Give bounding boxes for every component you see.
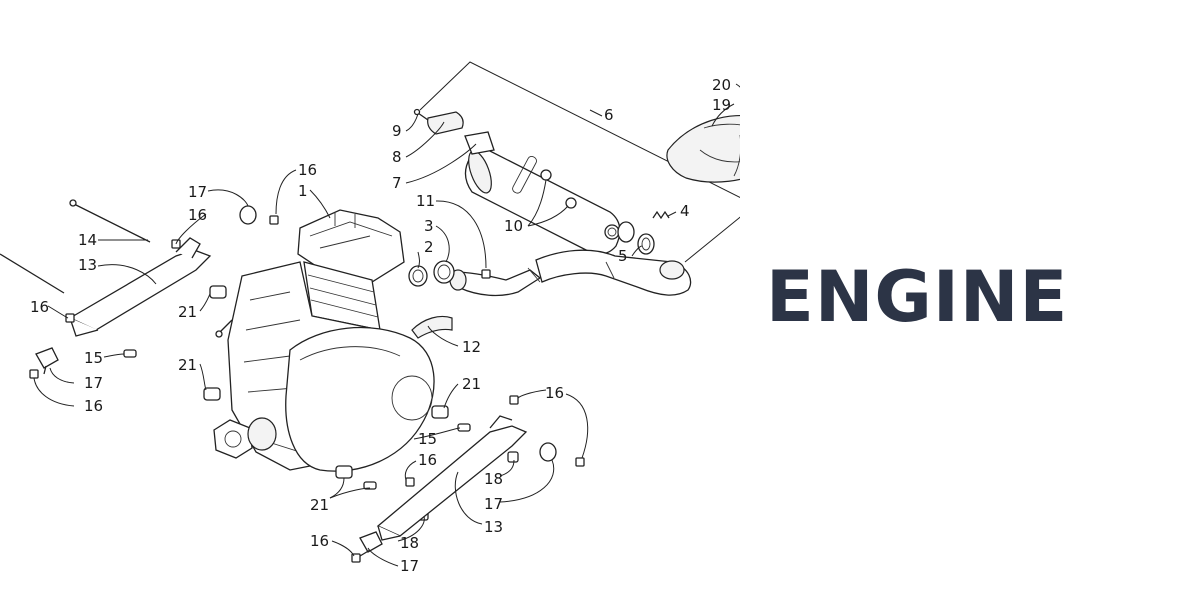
callout-6: 6: [604, 106, 614, 124]
mount-sleeve: [123, 349, 471, 490]
callout-21: 21: [462, 375, 481, 393]
callout-17: 17: [484, 495, 503, 513]
callout-2: 2: [424, 238, 434, 256]
engine-mount-spacer: [203, 285, 449, 479]
flange-bolt: [413, 108, 429, 121]
right-engine-bracket: [376, 415, 528, 541]
left-engine-bracket: [68, 237, 212, 337]
callout-16: 16: [545, 384, 564, 402]
callout-15: 15: [418, 430, 437, 448]
callout-21: 21: [178, 356, 197, 374]
rubber-isolator: [35, 205, 557, 557]
callout-16: 16: [310, 532, 329, 550]
long-mounting-bolt: [0, 199, 151, 294]
callout-12: 12: [462, 338, 481, 356]
callout-16: 16: [418, 451, 437, 469]
callout-3: 3: [424, 217, 434, 235]
heat-shield: [666, 115, 740, 183]
muffler: [464, 148, 621, 255]
callout-8: 8: [392, 148, 402, 166]
muffler-inlet-flange: [427, 111, 464, 135]
exhaust-port-seal: [408, 265, 428, 287]
callout-9: 9: [392, 122, 402, 140]
callout-1: 1: [298, 182, 308, 200]
exhaust-group-bracket: [419, 61, 740, 263]
callout-21: 21: [310, 496, 329, 514]
exhaust-gasket-ring: [637, 233, 655, 255]
muffler-inlet-gasket: [464, 131, 495, 155]
leader-lines: [33, 83, 740, 567]
callout-17: 17: [84, 374, 103, 392]
callout-10: 10: [504, 217, 523, 235]
callout-11: 11: [416, 192, 435, 210]
callout-16: 16: [298, 161, 317, 179]
exhaust-spring: [652, 210, 670, 220]
exhaust-pipe: [535, 249, 692, 296]
callout-13: 13: [484, 518, 503, 536]
callout-5: 5: [618, 247, 628, 265]
callout-17: 17: [188, 183, 207, 201]
pipe-clamp: [617, 221, 635, 243]
header-gasket: [433, 260, 455, 284]
callout-20: 20: [712, 76, 731, 94]
callout-labels: 20 19 6 9 8 7 10 4 5 11 3 2 16 1 17 16 1…: [30, 76, 731, 575]
header-nut: [481, 269, 491, 279]
callout-16: 16: [30, 298, 49, 316]
callout-18: 18: [484, 470, 503, 488]
callout-16: 16: [84, 397, 103, 415]
callout-13: 13: [78, 256, 97, 274]
engine-parts-diagram: 20 19 6 9 8 7 10 4 5 11 3 2 16 1 17 16 1…: [0, 61, 740, 575]
engine-block: [213, 209, 435, 472]
air-duct: [411, 315, 453, 339]
callout-16: 16: [188, 206, 207, 224]
callout-18: 18: [400, 534, 419, 552]
callout-14: 14: [78, 231, 97, 249]
callout-7: 7: [392, 174, 402, 192]
page-title: ENGINE: [766, 256, 1069, 338]
callout-21: 21: [178, 303, 197, 321]
callout-4: 4: [680, 202, 690, 220]
header-pipe: [449, 267, 542, 297]
callout-17: 17: [400, 557, 419, 575]
callout-19: 19: [712, 96, 731, 114]
callout-15: 15: [84, 349, 103, 367]
